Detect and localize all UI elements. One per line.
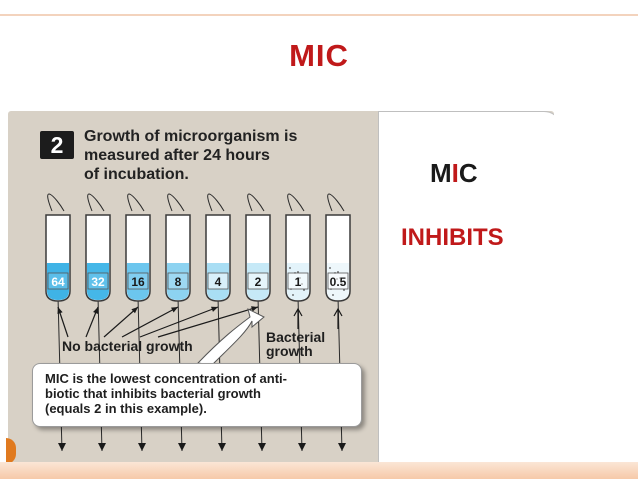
tube-strings: 64 32 16 8 4 2 1 0.5 <box>45 193 351 452</box>
mic-definition-callout: MIC is the lowest concentration of anti-… <box>32 363 362 427</box>
footer-band <box>0 462 638 479</box>
concentration-box <box>207 272 229 290</box>
concentration-value: 4 <box>215 275 222 289</box>
down-arrow-icon <box>138 443 146 451</box>
bacteria-dot <box>337 271 339 273</box>
down-arrow-icon <box>178 443 186 451</box>
bacteria-dot <box>303 289 305 291</box>
down-arrow-icon <box>218 443 226 451</box>
bacteria-dot <box>292 294 294 296</box>
down-arrow-icon <box>258 443 266 451</box>
concentration-box <box>127 272 149 290</box>
pointer-arrow <box>121 306 179 338</box>
concentration-value: 8 <box>175 275 182 289</box>
pointer-arrow <box>103 306 139 338</box>
mic-figure: 2 Growth of microorganism is measured af… <box>8 111 554 469</box>
tube-liquid <box>127 263 149 300</box>
growth-label-line: growth <box>266 343 313 359</box>
concentration-value: 32 <box>91 275 105 289</box>
mic-letter: M <box>430 158 452 188</box>
concentration-box <box>167 272 189 290</box>
tube-rack: 64 32 16 8 4 2 1 0.5 <box>45 193 351 452</box>
arrowhead-icon <box>251 306 258 312</box>
callout-line: biotic that inhibits bacterial growth <box>45 386 261 401</box>
step-description: Growth of microorganism is measured afte… <box>84 127 384 184</box>
bacteria-dot <box>329 267 331 269</box>
concentration-box <box>287 272 309 290</box>
callout-line: (equals 2 in this example). <box>45 401 207 416</box>
step-line: Growth of microorganism is <box>84 128 298 145</box>
figure-side-panel <box>378 111 554 469</box>
concentration-value: 64 <box>51 275 65 289</box>
slide-title: MIC <box>289 38 349 73</box>
concentration-box <box>87 272 109 290</box>
arrowhead-icon <box>171 307 178 313</box>
concentration-box <box>247 272 269 290</box>
pointer-arrow <box>333 307 343 329</box>
no-growth-label: No bacterial growth <box>62 338 193 354</box>
concentration-box <box>327 272 349 290</box>
down-arrow-icon <box>58 443 66 451</box>
down-arrow-icon <box>98 443 106 451</box>
step-line: of incubation. <box>84 166 189 183</box>
bacteria-dot <box>289 267 291 269</box>
tube-liquid <box>167 263 189 300</box>
step-badge: 2 <box>40 131 74 159</box>
arrowhead-icon <box>211 306 218 312</box>
tube-liquid <box>87 263 109 300</box>
pointer-arrow <box>157 306 259 338</box>
arrowhead-icon <box>131 307 138 314</box>
mic-callout-arrow <box>196 308 265 366</box>
growth-label-line: Bacterial <box>266 329 326 345</box>
pointer-arrow <box>139 306 219 338</box>
arrowhead-icon <box>93 307 99 314</box>
concentration-value: 0.5 <box>330 275 347 289</box>
inhibits-label: INHIBITS <box>401 224 504 251</box>
pointer-arrow <box>293 307 303 329</box>
growth-label: Bacterial growth <box>266 330 325 358</box>
step-line: measured after 24 hours <box>84 147 270 164</box>
slide-edge-mark <box>6 438 16 464</box>
mic-heading: MIC <box>430 158 478 189</box>
bacteria-dot <box>343 289 345 291</box>
concentration-value: 16 <box>131 275 145 289</box>
down-arrow-icon <box>338 443 346 451</box>
tube-liquid <box>47 263 69 300</box>
mic-letter-highlight: I <box>451 158 459 188</box>
pointer-arrows <box>57 306 343 366</box>
top-divider <box>0 14 638 16</box>
concentration-value: 1 <box>295 275 302 289</box>
bacteria-dot <box>297 271 299 273</box>
arrowhead-icon <box>57 307 63 314</box>
concentration-value: 2 <box>255 275 262 289</box>
mic-letter: C <box>458 158 478 188</box>
down-arrow-icon <box>298 443 306 451</box>
callout-line: MIC is the lowest concentration of anti- <box>45 371 287 386</box>
bacteria-dot <box>332 294 334 296</box>
concentration-box <box>47 272 69 290</box>
